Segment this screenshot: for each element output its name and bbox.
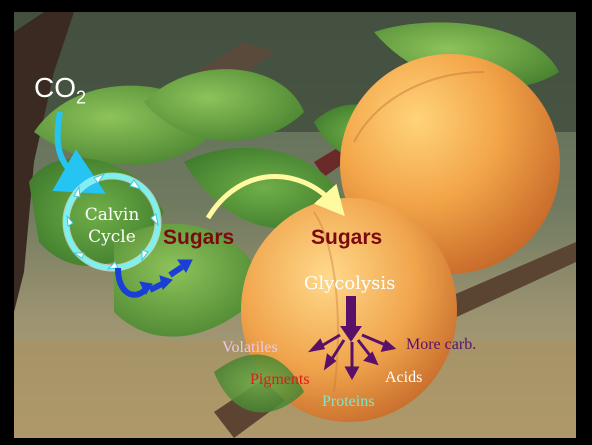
co2-text: CO [34, 72, 76, 103]
sugar-transport-arrow [208, 176, 335, 218]
volatiles-label: Volatiles [222, 340, 278, 356]
calvin-cycle-label: Calvin Cycle [82, 204, 142, 248]
glycolysis-label: Glycolysis [304, 275, 395, 293]
sugars-fruit-label: Sugars [311, 227, 382, 248]
co2-subscript: 2 [76, 88, 86, 108]
calvin-line-2: Cycle [82, 226, 142, 248]
proteins-label: Proteins [322, 394, 374, 410]
sugars-leaf-label: Sugars [163, 227, 234, 248]
co2-arrow [58, 112, 85, 182]
glycolysis-arrow [340, 296, 362, 342]
more-carb-label: More carb. [406, 337, 476, 353]
co2-label: CO2 [34, 74, 86, 107]
calvin-line-1: Calvin [82, 204, 142, 226]
pigments-label: Pigments [250, 372, 310, 388]
product-arrows [312, 335, 393, 377]
acids-label: Acids [385, 370, 422, 386]
